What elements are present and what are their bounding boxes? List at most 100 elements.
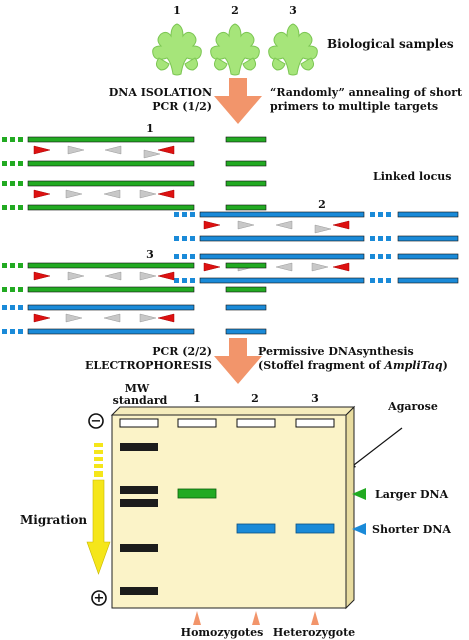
mw-band-4	[120, 544, 158, 552]
locus1-a-red-right	[33, 145, 51, 155]
larger-dna-marker	[352, 488, 366, 500]
well-mw	[119, 418, 159, 428]
locus1-a-bottom-left-dash-2	[18, 161, 23, 166]
mw-band-1	[120, 443, 158, 451]
lane-number-1: 1	[193, 392, 201, 405]
locus3-a-bottom-left-dash-0	[2, 287, 7, 292]
heterozygote-label: Heterozygote	[273, 626, 355, 639]
pcr-2-label: PCR (2/2)	[152, 345, 212, 358]
locus-number-2: 2	[318, 198, 326, 211]
plus-sign: +	[94, 591, 105, 606]
locus1-b-bottom-seg-1	[225, 204, 267, 211]
locus3-b-bottom-seg-1	[225, 328, 267, 335]
locus2-a-top-left-dash-1	[182, 212, 187, 217]
locus2-a-bottom-left-dash-1	[182, 236, 187, 241]
lane-3-pointer	[311, 611, 319, 625]
locus3-a-bottom-seg-1	[225, 286, 267, 293]
mw-label: MW	[125, 382, 150, 395]
locus1-b-red-left	[157, 189, 175, 199]
locus1-b-bottom-left-dash-2	[18, 205, 23, 210]
locus-labels: 1 2 3 Linked locus	[146, 122, 451, 261]
locus3-b-top-left-dash-2	[18, 305, 23, 310]
locus3-a-top-seg-1	[225, 262, 267, 269]
minus-sign: −	[91, 414, 102, 429]
sample-number-1: 1	[173, 4, 181, 17]
agarose-gel: MW standard 1 2 3 Agarose − + Mi	[20, 382, 451, 639]
anode-symbol	[91, 590, 107, 606]
locus1-a-top-seg-1	[225, 136, 267, 143]
lane-1-green-band	[177, 488, 217, 499]
lane-3-blue-band	[295, 523, 335, 534]
orange-arrow-step-2	[214, 338, 262, 384]
migration-dash-5	[94, 471, 103, 477]
locus1-b-grey-left	[103, 189, 121, 199]
locus2-a-bottom-left-dash-0	[174, 236, 179, 241]
locus2-b-bottom-mid-dash-2	[386, 278, 391, 283]
locus3-a-grey-right	[67, 271, 85, 281]
gel-slab-top	[110, 406, 356, 416]
well-lane-2	[236, 418, 276, 428]
locus2-b-top-mid-dash-2	[386, 254, 391, 259]
locus2-a-bottom-mid-dash-0	[370, 236, 375, 241]
locus1-b-bottom-left-dash-1	[10, 205, 15, 210]
locus3-a-top-left-dash-0	[2, 263, 7, 268]
locus1-b-red-right	[33, 189, 51, 199]
locus2-a-top-mid-dash-1	[378, 212, 383, 217]
locus3-a-top-left-dash-1	[10, 263, 15, 268]
locus3-a-grey-left	[104, 271, 122, 281]
annealing-note-line-2: primers to multiple targets	[270, 100, 438, 113]
lane-2-pointer	[252, 611, 260, 625]
permissive-synthesis-note: Permissive DNAsynthesis	[258, 345, 414, 358]
locus2-b-red-right	[203, 262, 221, 272]
homozygotes-label: Homozygotes	[181, 626, 264, 639]
locus3-b-grey-right	[65, 313, 83, 323]
locus1-a-top-left-dash-1	[10, 137, 15, 142]
locus2-b-top-left-dash-2	[190, 254, 195, 259]
locus2-b-top-left-dash-1	[182, 254, 187, 259]
locus3-a-grey-mid	[139, 271, 157, 281]
locus2-a-bottom-seg-0	[199, 235, 365, 242]
locus1-a-grey-left	[104, 145, 122, 155]
locus1-b-top-seg-0	[27, 180, 195, 187]
locus3-b-bottom-left-dash-2	[18, 329, 23, 334]
locus2-b-bottom-seg-0	[199, 277, 365, 284]
well-lane-3	[295, 418, 335, 428]
biological-samples-label: Biological samples	[327, 37, 454, 51]
well-lane-1	[177, 418, 217, 428]
plant-sample-2	[210, 23, 260, 76]
locus1-a-bottom-seg-0	[27, 160, 195, 167]
lane-number-3: 3	[311, 392, 319, 405]
locus2-a-top-seg-0	[199, 211, 365, 218]
step-1: DNA ISOLATION PCR (1/2) “Randomly” annea…	[109, 78, 463, 124]
locus2-b-top-mid-dash-1	[378, 254, 383, 259]
migration-dash-3	[94, 457, 103, 461]
locus2-b-grey-left	[275, 262, 293, 272]
locus1-b-top-left-dash-1	[10, 181, 15, 186]
locus3-b-grey-mid	[139, 313, 157, 323]
cathode-symbol	[88, 413, 104, 429]
locus1-b-grey-right	[65, 189, 83, 199]
locus2-b-top-seg-0	[199, 253, 365, 260]
linked-locus-label: Linked locus	[373, 170, 451, 183]
locus3-a-bottom-left-dash-1	[10, 287, 15, 292]
migration-label: Migration	[20, 513, 87, 527]
biological-samples: 1 2 3 Biological samples	[152, 4, 454, 76]
larger-dna-label: Larger DNA	[375, 488, 449, 501]
locus2-b-top-right-seg-0	[397, 253, 459, 260]
locus3-b-top-left-dash-1	[10, 305, 15, 310]
locus1-a-bottom-left-dash-1	[10, 161, 15, 166]
dna-loci	[2, 136, 459, 335]
orange-arrow-step-1	[214, 78, 262, 124]
locus2-a-red-right	[203, 220, 221, 230]
pcr-1-label: PCR (1/2)	[152, 100, 212, 113]
plant-sample-1	[152, 23, 202, 76]
locus2-a-top-left-dash-2	[190, 212, 195, 217]
locus2-b-grey-mid	[311, 262, 329, 272]
locus2-b-top-left-dash-0	[174, 254, 179, 259]
locus2-b-bottom-right-seg-0	[397, 277, 459, 284]
locus2-a-red-left	[332, 220, 350, 230]
mw-band-5	[120, 587, 158, 595]
locus2-a-bottom-right-seg-0	[397, 235, 459, 242]
locus2-b-bottom-left-dash-2	[190, 278, 195, 283]
locus2-a-top-mid-dash-2	[386, 212, 391, 217]
